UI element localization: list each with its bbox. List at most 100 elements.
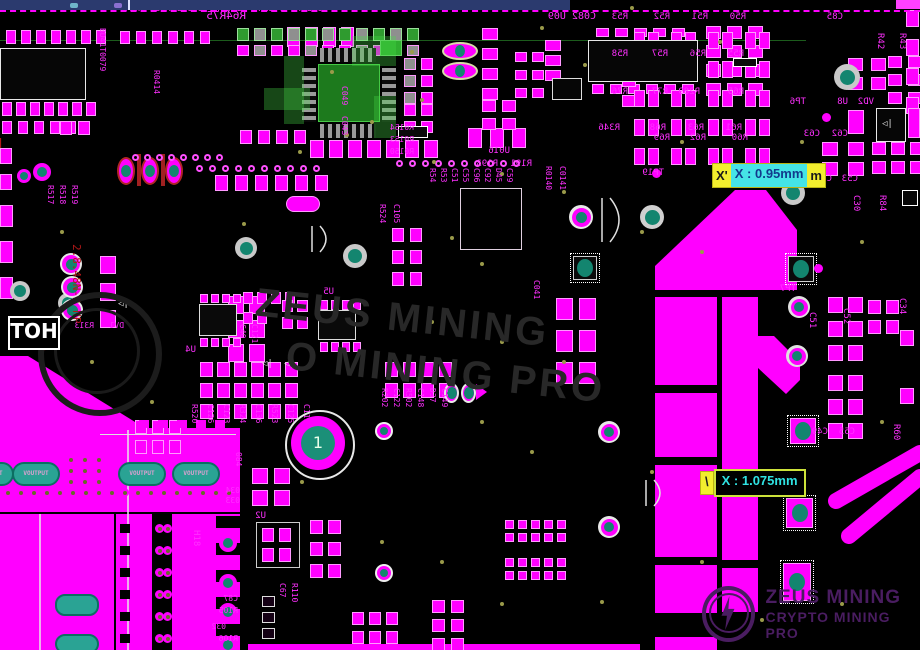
pcb-pad[interactable] xyxy=(262,612,275,623)
window-title-bar[interactable] xyxy=(0,0,570,10)
pcb-pad[interactable] xyxy=(822,142,838,156)
pcb-pad[interactable] xyxy=(120,31,130,44)
pcb-component[interactable] xyxy=(318,310,356,340)
pcb-pad[interactable] xyxy=(320,342,328,352)
pcb-pad[interactable] xyxy=(285,404,298,419)
pcb-pad[interactable] xyxy=(211,294,219,303)
pcb-pad[interactable] xyxy=(36,30,46,44)
pcb-pad[interactable] xyxy=(196,420,206,428)
pcb-pad[interactable] xyxy=(258,130,270,144)
pcb-pad[interactable] xyxy=(168,31,178,44)
pcb-pad[interactable] xyxy=(235,175,248,191)
pcb-pad[interactable] xyxy=(184,31,194,44)
pcb-pad[interactable] xyxy=(72,102,82,116)
pcb-pad[interactable] xyxy=(55,594,99,616)
pcb-pad[interactable] xyxy=(58,102,68,116)
pcb-pad[interactable] xyxy=(282,317,293,329)
pcb-pad[interactable] xyxy=(217,383,230,398)
pcb-pad[interactable] xyxy=(544,571,553,580)
pcb-pad[interactable] xyxy=(257,292,267,304)
pcb-component[interactable] xyxy=(199,304,237,336)
pcb-component[interactable] xyxy=(286,196,320,212)
pcb-pad[interactable] xyxy=(505,520,514,529)
pcb-component[interactable] xyxy=(216,624,240,636)
pcb-pad[interactable] xyxy=(254,28,266,41)
pcb-pad[interactable] xyxy=(305,28,317,41)
pcb-component[interactable] xyxy=(352,36,396,66)
voutput-pad[interactable]: VOUTPUT xyxy=(12,462,60,486)
copper-plane[interactable] xyxy=(655,565,717,613)
pcb-pad[interactable] xyxy=(268,362,281,377)
copper-plane[interactable] xyxy=(655,393,717,457)
pcb-pad[interactable] xyxy=(421,58,433,70)
pcb-pad[interactable] xyxy=(848,375,863,391)
pcb-pad[interactable] xyxy=(328,542,341,556)
pcb-component[interactable] xyxy=(896,0,920,9)
pcb-pad[interactable] xyxy=(888,74,902,86)
pcb-pad[interactable] xyxy=(50,121,60,134)
pcb-pad[interactable] xyxy=(30,102,40,116)
pcb-pad[interactable] xyxy=(392,250,404,264)
pcb-pad[interactable] xyxy=(648,148,659,165)
pcb-component[interactable] xyxy=(120,590,130,599)
voutput-pad[interactable]: VOUTPUT xyxy=(172,462,220,486)
pcb-pad[interactable] xyxy=(251,404,264,419)
pcb-pad[interactable] xyxy=(55,634,99,650)
copper-plane[interactable] xyxy=(0,514,114,650)
pcb-pad[interactable] xyxy=(262,596,275,607)
pcb-pad[interactable] xyxy=(482,68,498,80)
pcb-pad[interactable] xyxy=(421,383,434,398)
pcb-pad[interactable] xyxy=(482,118,496,130)
pcb-pad[interactable] xyxy=(271,292,281,304)
pcb-component[interactable] xyxy=(382,68,396,122)
pcb-component[interactable] xyxy=(318,64,380,122)
pcb-pad[interactable] xyxy=(276,130,288,144)
pcb-pad[interactable] xyxy=(557,571,566,580)
pcb-pad[interactable] xyxy=(282,300,293,312)
pcb-component[interactable] xyxy=(152,514,172,650)
titlebar-button[interactable] xyxy=(114,3,122,8)
pcb-pad[interactable] xyxy=(439,362,452,377)
pcb-pad[interactable] xyxy=(556,298,573,320)
pcb-component[interactable] xyxy=(848,110,864,134)
pcb-pad[interactable] xyxy=(237,28,249,41)
pcb-pad[interactable] xyxy=(596,28,609,37)
pcb-pad[interactable] xyxy=(515,70,527,80)
pcb-pad[interactable] xyxy=(78,121,90,135)
pcb-pad[interactable] xyxy=(177,420,187,428)
pcb-component[interactable] xyxy=(908,108,920,138)
pcb-pad[interactable] xyxy=(828,375,843,391)
pcb-pad[interactable] xyxy=(828,297,843,313)
pcb-pad[interactable] xyxy=(386,612,398,625)
pcb-pad[interactable] xyxy=(557,533,566,542)
pcb-pad[interactable] xyxy=(759,61,770,78)
pcb-pad[interactable] xyxy=(404,58,416,70)
pcb-pad[interactable] xyxy=(671,148,682,165)
pcb-pad[interactable] xyxy=(664,84,676,94)
pcb-component[interactable] xyxy=(120,546,130,555)
pcb-pad[interactable] xyxy=(271,28,283,41)
pcb-pad[interactable] xyxy=(848,345,863,361)
copper-plane[interactable] xyxy=(655,637,717,650)
pcb-pad[interactable] xyxy=(532,88,544,98)
pcb-pad[interactable] xyxy=(532,70,544,80)
pcb-pad[interactable] xyxy=(297,317,308,329)
pcb-pad[interactable] xyxy=(2,102,12,116)
pcb-pad[interactable] xyxy=(745,90,756,107)
pcb-pad[interactable] xyxy=(251,383,264,398)
pcb-pad[interactable] xyxy=(515,52,527,62)
pcb-pad[interactable] xyxy=(18,121,28,134)
pcb-pad[interactable] xyxy=(432,619,445,632)
pcb-component[interactable] xyxy=(902,190,918,206)
pcb-pad[interactable] xyxy=(518,558,527,567)
pcb-pad[interactable] xyxy=(60,121,72,135)
pcb-pad[interactable] xyxy=(685,119,696,136)
pcb-component[interactable] xyxy=(216,516,240,528)
pcb-component[interactable] xyxy=(120,612,130,621)
pcb-pad[interactable] xyxy=(407,28,419,41)
pcb-pad[interactable] xyxy=(490,128,504,148)
pcb-pad[interactable] xyxy=(234,362,247,377)
pcb-pad[interactable] xyxy=(745,32,756,49)
pcb-component[interactable] xyxy=(733,58,757,67)
pcb-pad[interactable] xyxy=(888,56,902,68)
